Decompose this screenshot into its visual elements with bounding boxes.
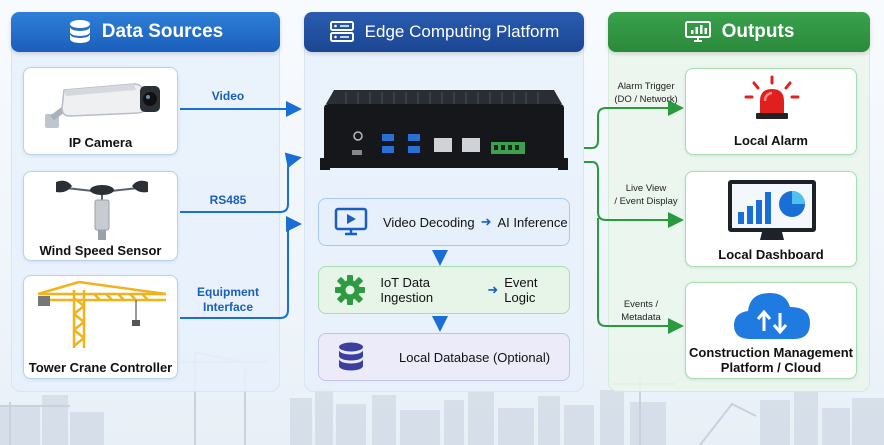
outputs-header: Outputs [608,12,870,52]
cloud-label: Construction Management Platform / Cloud [686,345,856,375]
source-card-ip-camera[interactable]: IP Camera [23,67,178,155]
alarm-link-line1: Alarm Trigger [617,81,675,92]
local-alarm-label: Local Alarm [734,133,808,148]
equipment-link-line2: Interface [202,300,254,314]
cloud-upload-icon [734,293,810,339]
edge-platform-header: Edge Computing Platform [304,12,584,52]
flow-step-video-ai[interactable]: Video Decoding ➜ AI Inference [318,198,570,246]
ip-camera-label: IP Camera [68,135,133,150]
edge-gateway-device-icon [320,90,568,170]
cloud-label-line2: Platform / Cloud [720,360,822,375]
output-card-cloud[interactable]: Construction Management Platform / Cloud [685,282,857,379]
flow-step-iot-event[interactable]: IoT Data Ingestion ➜ Event Logic [318,266,570,314]
event-logic-text: Event Logic [504,275,538,305]
video-decoding-text: Video Decoding [383,214,475,230]
local-dashboard-label: Local Dashboard [718,247,824,262]
cloud-label-line1: Construction Management [689,345,853,360]
output-card-local-dashboard[interactable]: Local Dashboard [685,171,857,267]
alarm-link-label: Alarm Trigger (DO / Network) [606,80,686,106]
output-card-local-alarm[interactable]: Local Alarm [685,68,857,155]
ai-inference-text: AI Inference [497,214,568,230]
data-sources-header: Data Sources [11,12,280,52]
alarm-light-icon [744,75,800,119]
video-link-label: Video [211,89,245,103]
equipment-link-label: Equipment Interface [188,285,268,315]
local-database-text: Local Database (Optional) [399,349,551,365]
iot-ingestion-text: IoT Data Ingestion [380,275,434,305]
anemometer-icon [56,180,148,240]
monitor-chart-icon [684,21,711,42]
video-play-icon [334,207,368,236]
tower-crane-icon [37,280,167,348]
outputs-title: Outputs [721,21,795,42]
cloud-link-line2: Metadata [621,312,661,323]
cloud-link-line1: Events / [623,299,659,310]
dashboard-monitor-icon [728,180,816,240]
wind-sensor-label: Wind Speed Sensor [39,243,162,258]
data-sources-title: Data Sources [101,21,224,42]
step-arrow-icon: ➜ [480,214,492,229]
database-icon [69,20,90,43]
database-icon [339,342,363,371]
gear-icon [334,275,365,305]
dashboard-link-label: Live View / Event Display [606,182,686,208]
step-arrow-icon: ➜ [487,282,499,297]
alarm-link-line2: (DO / Network) [614,94,678,105]
dashboard-link-line2: / Event Display [614,196,678,207]
server-icon [329,21,354,42]
rs485-link-label: RS485 [209,193,247,207]
dashboard-link-line1: Live View [625,183,667,194]
equipment-link-line1: Equipment [197,285,259,299]
crane-controller-label: Tower Crane Controller [28,360,173,375]
source-card-wind-sensor[interactable]: Wind Speed Sensor [23,171,178,261]
edge-platform-title: Edge Computing Platform [364,22,560,41]
source-card-crane-controller[interactable]: Tower Crane Controller [23,275,178,379]
cloud-link-label: Events / Metadata [606,298,676,324]
flow-step-local-database[interactable]: Local Database (Optional) [318,333,570,381]
ip-camera-icon [45,83,160,128]
